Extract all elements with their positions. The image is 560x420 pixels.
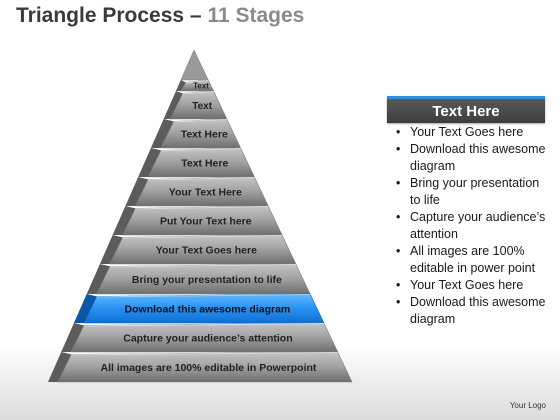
tier-side-face xyxy=(175,80,186,91)
bullet-item: Your Text Goes here xyxy=(392,124,552,141)
bullet-item: Capture your audience’s attention xyxy=(392,209,552,243)
tier-side-face xyxy=(112,206,136,235)
tier-edge-highlight xyxy=(148,177,255,181)
pyramid-tier: Text xyxy=(163,90,228,120)
tier-side-face xyxy=(73,294,97,323)
tier-label: All images are 100% editable in Powerpoi… xyxy=(101,362,317,374)
tier-edge-highlight xyxy=(96,294,311,298)
tier-label: Text xyxy=(192,101,212,112)
tier-label: Text xyxy=(193,82,209,91)
pyramid-tier: Your Text Goes here xyxy=(99,234,297,265)
pyramid-tier: Text xyxy=(175,79,214,92)
tier-edge-highlight xyxy=(160,148,241,152)
pyramid-tier: Download this awesome diagram xyxy=(73,293,325,324)
tier-label: Download this awesome diagram xyxy=(125,303,291,315)
logo-placeholder: Your Logo xyxy=(509,401,546,410)
bullet-item: All images are 100% editable in power po… xyxy=(392,243,552,277)
bullet-list: Your Text Goes hereDownload this awesome… xyxy=(392,124,552,328)
tier-edge-highlight xyxy=(71,352,338,356)
title-subtitle: 11 Stages xyxy=(207,4,305,27)
tier-edge-highlight xyxy=(109,264,296,268)
tier-side-face xyxy=(99,235,123,264)
pyramid-tier: All images are 100% editable in Powerpoi… xyxy=(48,351,353,383)
page-title: Triangle Process – 11 Stages xyxy=(16,4,304,28)
tier-side-face xyxy=(138,148,161,177)
tier-edge-highlight xyxy=(182,91,214,95)
tier-edge-highlight xyxy=(185,80,209,84)
tier-label: Capture your audience’s attention xyxy=(123,332,292,344)
bullet-item: Download this awesome diagram xyxy=(392,141,552,175)
tier-label: Your Text Here xyxy=(169,186,242,198)
tier-edge-highlight xyxy=(173,119,227,123)
bullet-item: Bring your presentation to life xyxy=(392,175,552,209)
tier-label: Text Here xyxy=(181,157,228,169)
tier-edge-highlight xyxy=(83,323,324,327)
tier-side-face xyxy=(86,264,110,294)
panel-title: Text Here xyxy=(387,96,545,123)
title-dash: – xyxy=(184,4,208,27)
tier-label: Your Text Goes here xyxy=(156,244,257,256)
tier-label: Bring your presentation to life xyxy=(132,274,282,286)
tier-side-face xyxy=(61,323,84,352)
pyramid-tier: Text Here xyxy=(138,147,255,178)
tier-label: Put Your Text here xyxy=(160,215,252,227)
bullet-item: Your Text Goes here xyxy=(392,277,552,294)
tier-edge-highlight xyxy=(135,206,269,210)
pyramid-tier: Text Here xyxy=(150,118,242,149)
tier-side-face xyxy=(163,91,183,119)
tier-label: Text Here xyxy=(181,128,228,140)
pyramid-tier: Bring your presentation to life xyxy=(86,263,311,295)
tier-front-face xyxy=(57,351,353,383)
pyramid-tier: Put Your Text here xyxy=(112,205,283,236)
title-main: Triangle Process xyxy=(16,4,185,27)
tier-side-face xyxy=(48,352,72,382)
pyramid-apex xyxy=(180,49,209,81)
tier-side-face xyxy=(150,119,174,148)
bullet-item: Download this awesome diagram xyxy=(392,294,552,328)
pyramid-tier: Your Text Here xyxy=(125,176,269,207)
tier-side-face xyxy=(125,177,149,206)
tier-edge-highlight xyxy=(122,235,283,239)
pyramid-tier: Capture your audience’s attention xyxy=(61,322,339,353)
